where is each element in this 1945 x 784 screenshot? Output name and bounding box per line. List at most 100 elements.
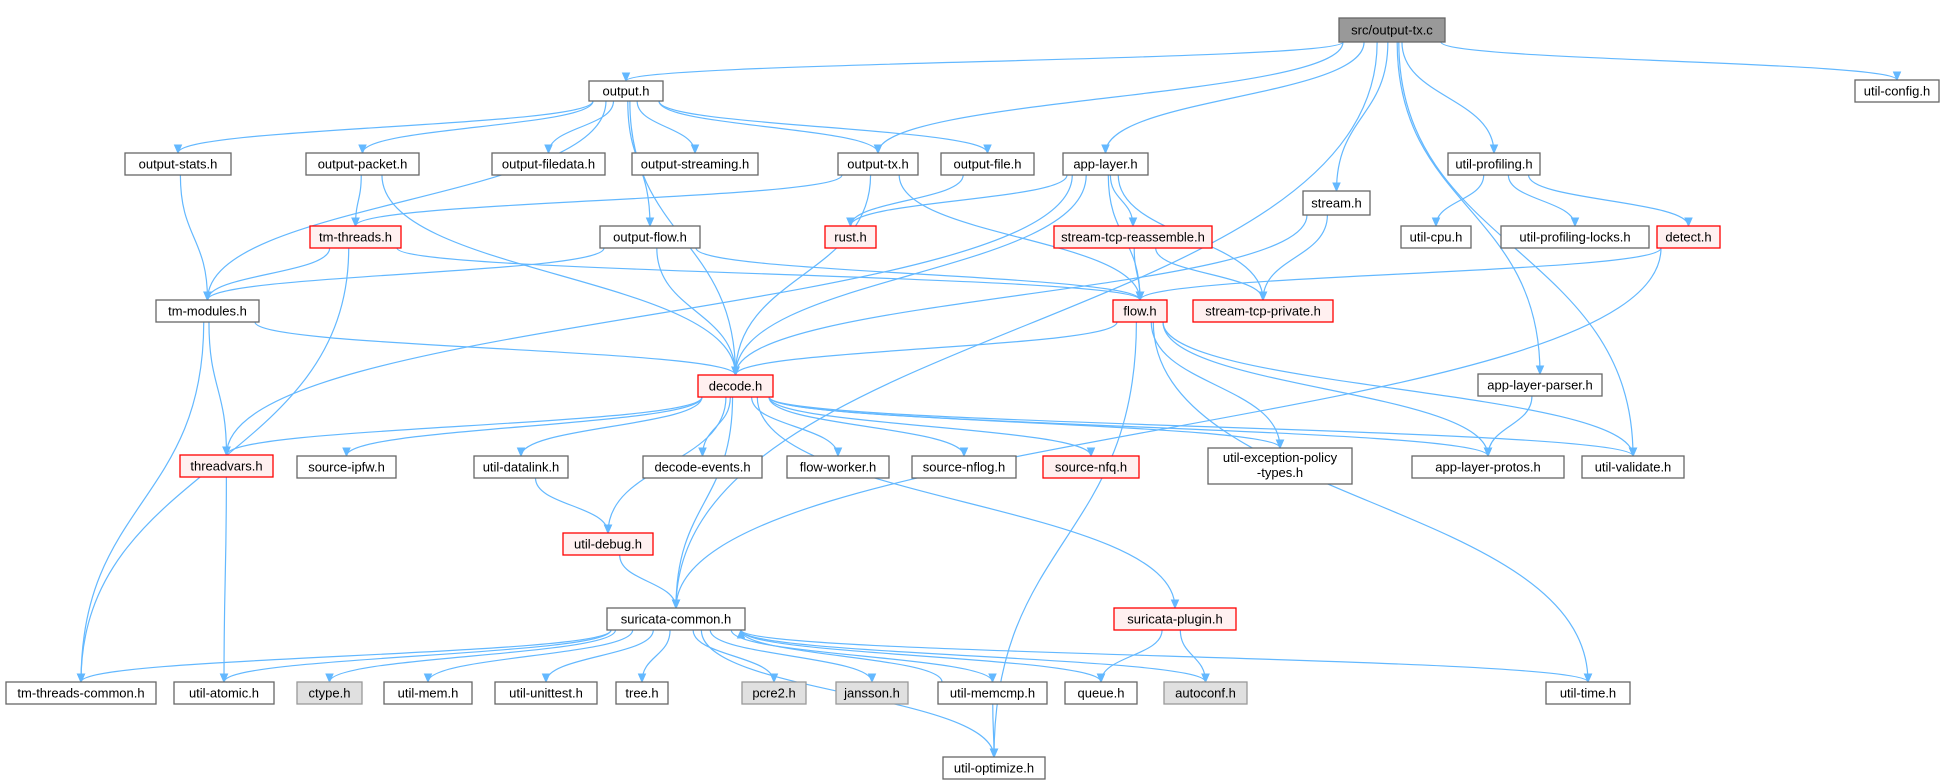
edge-root-to-util_validate	[1398, 41, 1634, 457]
edge-stream_tcp_reassemble-to-stream_tcp_private	[1155, 247, 1264, 301]
node-box	[5, 681, 157, 705]
edge-arrowhead-root-to-app_layer	[1101, 144, 1110, 155]
node-util-debug[interactable]: util-debug.h	[562, 532, 654, 556]
edge-arrowhead-decode_h-to-util_exception_policy	[1275, 439, 1285, 450]
edge-app_layer-to-threadvars	[225, 174, 1073, 456]
node-suricata-common[interactable]: suricata-common.h	[606, 607, 746, 631]
edge-arrowhead-decode_h-to-decode_events	[698, 447, 707, 458]
node-detect-h[interactable]: detect.h	[1656, 225, 1721, 249]
edge-suricata_common-to-jansson_h	[709, 629, 873, 683]
edge-arrowhead-util_profiling-to-detect_h	[1684, 217, 1693, 228]
node-label-line2: -types.h	[1257, 465, 1303, 480]
edge-arrowhead-suricata_plugin-to-queue_h	[1096, 673, 1106, 684]
edge-flow_h-to-util_exception_policy	[1150, 321, 1281, 449]
node-threadvars[interactable]: threadvars.h	[179, 454, 274, 478]
node-output-streaming[interactable]: output-streaming.h	[631, 152, 759, 176]
node-ctype-h[interactable]: ctype.h	[296, 681, 363, 705]
node-label: util-mem.h	[398, 686, 459, 701]
node-output-file[interactable]: output-file.h	[940, 152, 1035, 176]
node-label: flow.h	[1123, 304, 1156, 319]
node-util-exception-policy[interactable]: util-exception-policy-types.h	[1207, 447, 1353, 485]
node-tm-modules[interactable]: tm-modules.h	[155, 299, 260, 323]
node-util-cpu[interactable]: util-cpu.h	[1400, 225, 1472, 249]
node-tree-h[interactable]: tree.h	[615, 681, 669, 705]
node-util-atomic[interactable]: util-atomic.h	[173, 681, 275, 705]
node-suricata-plugin[interactable]: suricata-plugin.h	[1113, 607, 1237, 631]
node-label: util-exception-policy	[1223, 450, 1338, 465]
node-box	[1400, 225, 1472, 249]
node-util-profiling-locks[interactable]: util-profiling-locks.h	[1500, 225, 1650, 249]
node-label: util-time.h	[1560, 686, 1616, 701]
edge-arrowhead-decode_h-to-flow_worker	[833, 447, 843, 458]
node-box	[173, 681, 275, 705]
node-output-flow[interactable]: output-flow.h	[599, 225, 701, 249]
node-flow-h[interactable]: flow.h	[1112, 299, 1168, 323]
node-box	[1545, 681, 1631, 705]
node-label: autoconf.h	[1175, 686, 1236, 701]
edge-suricata_common-to-tm_threads_common	[80, 629, 612, 683]
node-tm-threads[interactable]: tm-threads.h	[309, 225, 402, 249]
node-label: util-atomic.h	[189, 686, 259, 701]
node-decode-events[interactable]: decode-events.h	[642, 455, 763, 479]
node-output-h[interactable]: output.h	[588, 80, 664, 102]
node-output-stats[interactable]: output-stats.h	[124, 152, 232, 176]
edge-suricata_common-to-autoconf_h	[740, 629, 1207, 683]
node-rust-h[interactable]: rust.h	[824, 225, 877, 249]
edge-output_h-to-output_packet	[361, 100, 594, 154]
node-label: output-flow.h	[613, 230, 687, 245]
node-jansson-h[interactable]: jansson.h	[835, 681, 909, 705]
node-util-optimize[interactable]: util-optimize.h	[942, 756, 1046, 780]
node-source-nfq[interactable]: source-nfq.h	[1042, 455, 1140, 479]
edge-threadvars-to-util_atomic	[223, 476, 227, 683]
node-app-layer[interactable]: app-layer.h	[1062, 152, 1149, 176]
node-util-profiling[interactable]: util-profiling.h	[1447, 152, 1541, 176]
node-output-packet[interactable]: output-packet.h	[305, 152, 420, 176]
node-label: util-cpu.h	[1410, 230, 1463, 245]
node-box	[642, 455, 763, 479]
node-stream-tcp-private[interactable]: stream-tcp-private.h	[1192, 299, 1334, 323]
node-box	[837, 152, 919, 176]
node-autoconf-h[interactable]: autoconf.h	[1163, 681, 1248, 705]
edge-arrowhead-util_debug-to-suricata_common	[671, 599, 681, 610]
edge-arrowhead-util_datalink-to-util_debug	[603, 524, 613, 535]
node-util-config[interactable]: util-config.h	[1854, 79, 1940, 103]
node-label: queue.h	[1078, 686, 1125, 701]
node-output-filedata[interactable]: output-filedata.h	[491, 152, 606, 176]
node-util-datalink[interactable]: util-datalink.h	[473, 455, 569, 479]
edge-flow_h-to-app_layer_protos	[1162, 321, 1489, 457]
node-stream-h[interactable]: stream.h	[1302, 190, 1371, 216]
node-util-validate[interactable]: util-validate.h	[1581, 455, 1685, 479]
node-source-ipfw[interactable]: source-ipfw.h	[296, 455, 397, 479]
node-label: detect.h	[1665, 230, 1711, 245]
node-util-time[interactable]: util-time.h	[1545, 681, 1631, 705]
node-util-memcmp[interactable]: util-memcmp.h	[937, 681, 1048, 705]
edge-root-to-stream_h	[1335, 41, 1389, 192]
node-box	[1447, 152, 1541, 176]
node-box	[741, 681, 807, 705]
node-box	[588, 80, 664, 102]
edge-arrowhead-output_h-to-output_file	[983, 144, 992, 155]
node-decode-h[interactable]: decode.h	[697, 374, 774, 398]
node-box	[383, 681, 473, 705]
node-util-unittest[interactable]: util-unittest.h	[494, 681, 598, 705]
node-label: decode-events.h	[654, 460, 750, 475]
node-util-mem[interactable]: util-mem.h	[383, 681, 473, 705]
node-queue-h[interactable]: queue.h	[1064, 681, 1138, 705]
node-box	[1338, 17, 1446, 43]
node-stream-tcp-reassemble[interactable]: stream-tcp-reassemble.h	[1053, 225, 1213, 249]
node-flow-worker[interactable]: flow-worker.h	[786, 455, 890, 479]
edge-suricata_common-to-queue_h	[740, 629, 1102, 683]
node-source-nflog[interactable]: source-nflog.h	[911, 455, 1017, 479]
node-app-layer-parser[interactable]: app-layer-parser.h	[1477, 373, 1603, 397]
node-tm-threads-common[interactable]: tm-threads-common.h	[5, 681, 157, 705]
edge-arrowhead-root-to-stream_h	[1332, 182, 1341, 193]
node-box	[1477, 373, 1603, 397]
edge-arrowhead-output_tx-to-tm_threads	[351, 217, 360, 228]
node-output-tx[interactable]: output-tx.h	[837, 152, 919, 176]
edge-suricata_common-to-tree_h	[641, 629, 671, 683]
node-app-layer-protos[interactable]: app-layer-protos.h	[1411, 455, 1565, 479]
edge-util_profiling-to-util_profiling_locks	[1507, 174, 1576, 227]
node-pcre2-h[interactable]: pcre2.h	[741, 681, 807, 705]
edge-arrowhead-decode_h-to-util_validate	[1628, 447, 1638, 458]
